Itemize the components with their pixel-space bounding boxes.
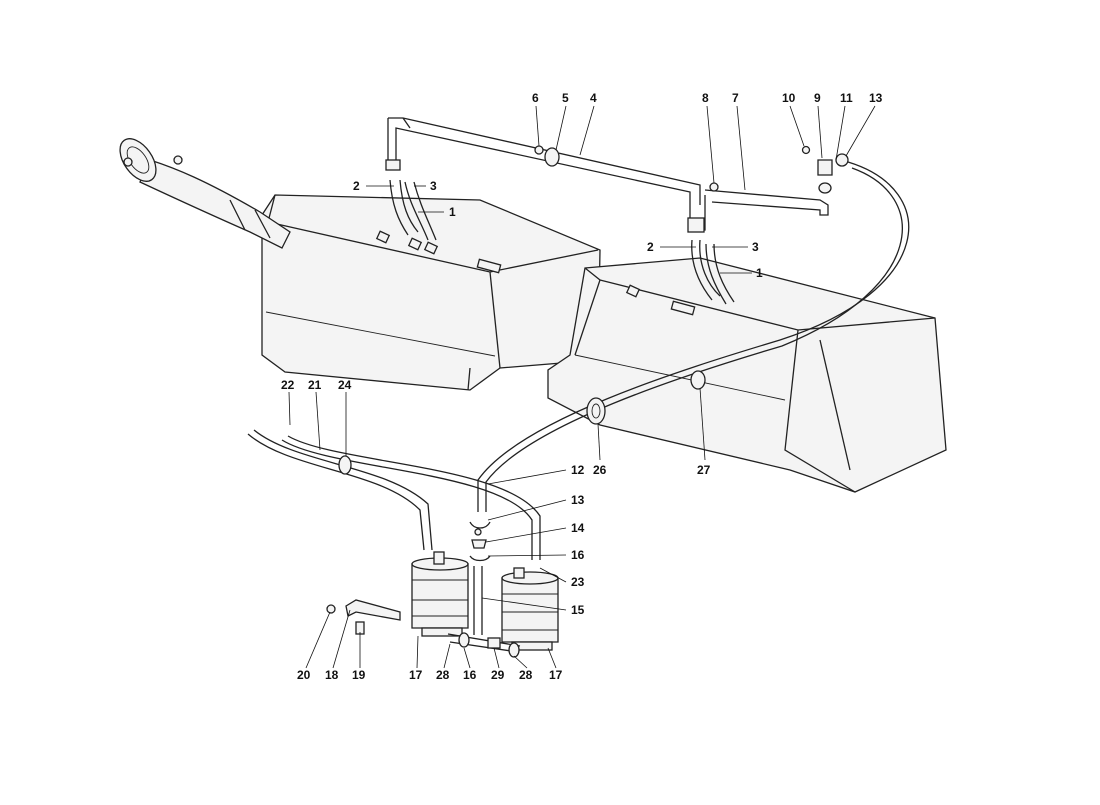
callout-23: 23 [571,575,585,589]
callout-20: 20 [297,668,311,682]
callout-22: 22 [281,378,295,392]
callout-3: 3 [430,179,437,193]
callout-14: 14 [571,521,585,535]
leader-lines [288,105,876,669]
callout-11: 11 [840,91,853,105]
vent-pipe-assembly [385,117,849,233]
callout-1: 1 [449,205,456,219]
callout-5: 5 [562,91,569,105]
callout-24: 24 [338,378,352,392]
callout-10: 10 [782,91,796,105]
callout-17: 17 [549,668,563,682]
callout-4: 4 [590,91,597,105]
charcoal-canister-right [501,567,559,651]
bottom-connectors [447,632,521,658]
callout-12: 12 [571,463,585,477]
callout-2: 2 [647,240,654,254]
callout-17: 17 [409,668,423,682]
callout-16: 16 [571,548,585,562]
small-fittings [469,521,491,635]
callout-15: 15 [571,603,585,617]
callout-28: 28 [436,668,450,682]
callout-3: 3 [752,240,759,254]
callout-7: 7 [732,91,739,105]
charcoal-canister-left [411,551,469,637]
callout-1: 1 [756,266,763,280]
callout-21: 21 [308,378,322,392]
callout-8: 8 [702,91,709,105]
callout-29: 29 [491,668,505,682]
mounting-bracket [326,599,401,635]
callout-18: 18 [325,668,339,682]
vapour-hose [477,161,910,512]
callout-13: 13 [571,493,585,507]
callout-6: 6 [532,91,539,105]
callout-27: 27 [697,463,711,477]
callout-16: 16 [463,668,477,682]
callout-28: 28 [519,668,533,682]
callout-26: 26 [593,463,607,477]
callout-9: 9 [814,91,821,105]
right-fuel-tank [547,257,947,493]
callout-13: 13 [869,91,883,105]
canister-hoses [247,429,541,560]
callout-2: 2 [353,179,360,193]
callout-labels: 1 2 3 4 5 6 7 8 9 10 11 13 1 2 3 22 21 2… [281,91,883,682]
left-fuel-tank [261,194,601,391]
filler-neck [119,138,291,249]
callout-19: 19 [352,668,366,682]
